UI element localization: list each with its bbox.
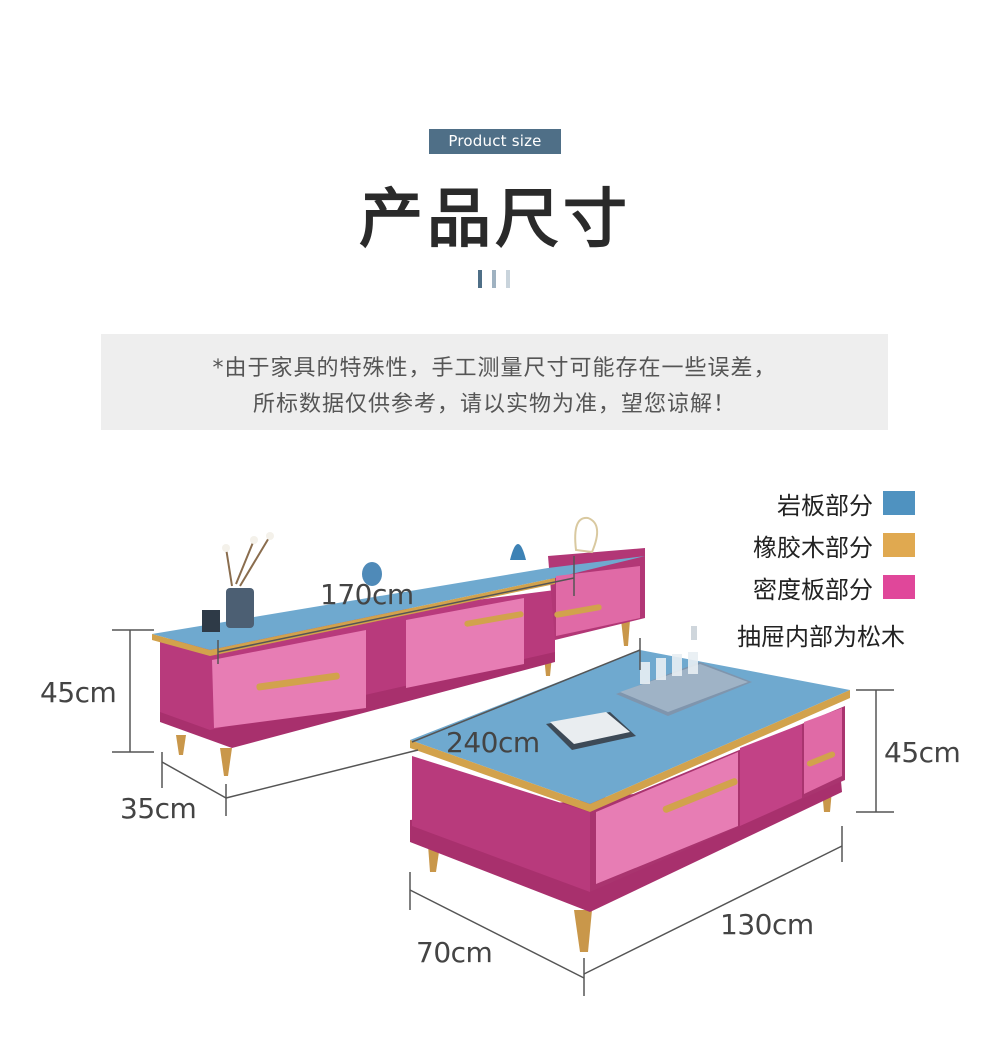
disclaimer-line-2: 所标数据仅供参考，请以实物为准，望您谅解！ xyxy=(252,392,736,417)
product-size-badge: Product size xyxy=(429,129,561,154)
legend-label: 密度板部分 xyxy=(753,575,873,604)
table-height-label: 45cm xyxy=(884,736,961,769)
legend-note: 抽屉内部为松木 xyxy=(737,623,905,651)
legend-item-mdf: 密度板部分 xyxy=(753,572,915,604)
tv-height-label: 45cm xyxy=(40,676,117,709)
tv-length-label: 170cm xyxy=(320,578,414,611)
page-title: 产品尺寸 xyxy=(359,183,631,257)
legend-label: 橡胶木部分 xyxy=(753,533,873,562)
tv-cabinet xyxy=(152,516,645,776)
legend-item-stone: 岩板部分 xyxy=(777,488,915,520)
coffee-table xyxy=(410,626,850,952)
legend-swatch-gold xyxy=(883,533,915,557)
dimension-lines xyxy=(112,556,894,996)
table-length-label: 240cm xyxy=(446,726,540,759)
table-width-label: 130cm xyxy=(720,908,814,941)
tv-depth-label: 35cm xyxy=(120,792,197,825)
legend-swatch-pink xyxy=(883,575,915,599)
legend-item-rubberwood: 橡胶木部分 xyxy=(753,530,915,562)
table-depth-label: 70cm xyxy=(416,936,493,969)
disclaimer-box: *由于家具的特殊性，手工测量尺寸可能存在一些误差， 所标数据仅供参考，请以实物为… xyxy=(101,334,888,430)
legend-swatch-blue xyxy=(883,491,915,515)
disclaimer-line-1: *由于家具的特殊性，手工测量尺寸可能存在一些误差， xyxy=(212,356,777,381)
legend-label: 岩板部分 xyxy=(777,491,873,520)
